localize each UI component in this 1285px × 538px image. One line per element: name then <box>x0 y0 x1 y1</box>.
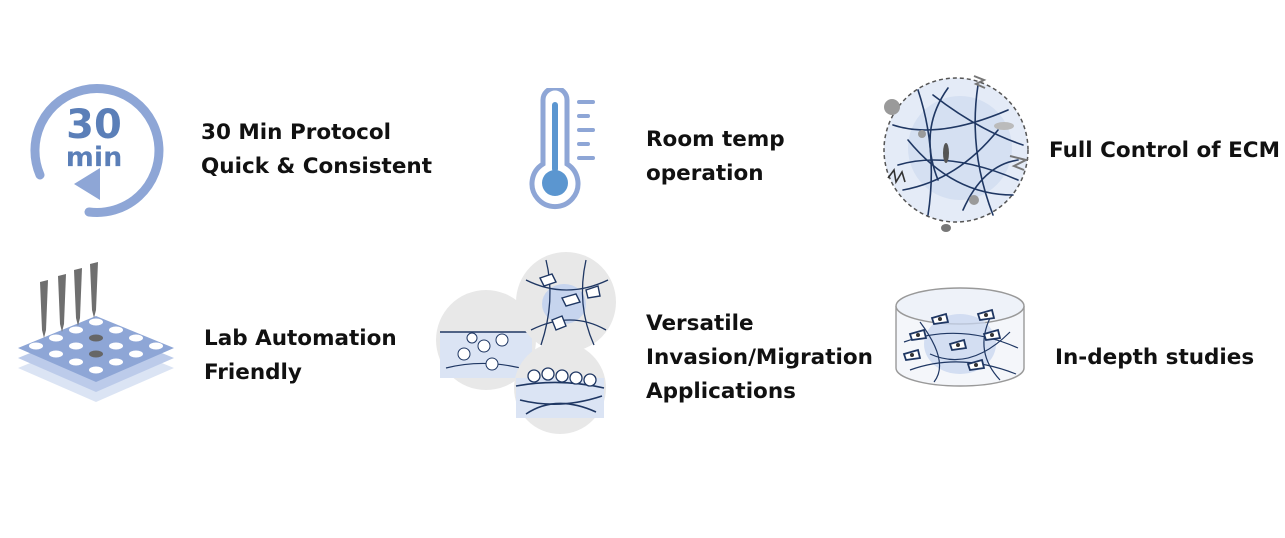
feature-label-in-depth: In-depth studies <box>1055 341 1254 375</box>
thermometer-icon <box>525 85 600 210</box>
feature-label-protocol: 30 Min Protocol Quick & Consistent <box>201 116 432 184</box>
feature-label-line: Friendly <box>204 360 302 385</box>
feature-label-line: Applications <box>646 379 796 404</box>
feature-label-line: Versatile <box>646 311 754 336</box>
well-plate-pipettes-icon <box>14 260 179 405</box>
3d-culture-dish-icon <box>890 282 1030 392</box>
clock-number-text: 30 <box>66 102 122 148</box>
feature-label-lab-automation: Lab Automation Friendly <box>204 322 397 390</box>
feature-label-line: operation <box>646 161 764 186</box>
feature-label-versatile: Versatile Invasion/Migration Application… <box>646 307 873 409</box>
cell-invasion-circles-icon <box>436 250 621 436</box>
clock-unit-text: min <box>66 142 123 173</box>
feature-label-line: Lab Automation <box>204 326 397 351</box>
feature-label-line: Room temp <box>646 127 785 152</box>
feature-label-line: Invasion/Migration <box>646 345 873 370</box>
feature-label-line: Full Control of ECM <box>1049 138 1280 163</box>
feature-label-ecm: Full Control of ECM <box>1049 134 1280 168</box>
feature-label-room-temp: Room temp operation <box>646 123 785 191</box>
ecm-sphere-icon <box>878 70 1033 238</box>
feature-label-line: Quick & Consistent <box>201 154 432 179</box>
clock-30-min-icon: 30 min <box>26 70 166 220</box>
feature-label-line: 30 Min Protocol <box>201 120 392 145</box>
feature-label-line: In-depth studies <box>1055 345 1255 370</box>
